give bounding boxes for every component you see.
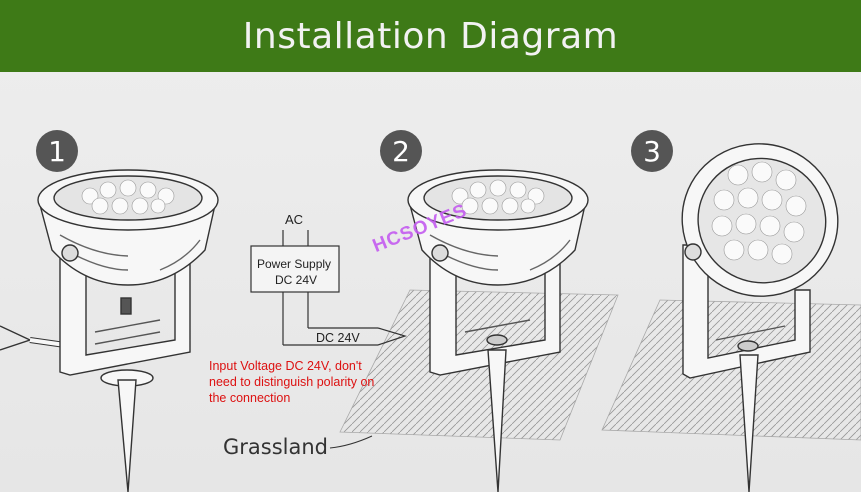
voltage-note: Input Voltage DC 24V, don't need to dist… (209, 358, 419, 406)
lamp-2-leds (451, 179, 545, 215)
lamp-1-leds (81, 179, 175, 215)
power-supply-voltage-label: DC 24V (275, 273, 318, 287)
step-badge-1: 1 (36, 130, 78, 172)
grassland-leader-line (329, 435, 373, 449)
step-badge-2: 2 (380, 130, 422, 172)
title-banner: Installation Diagram (0, 0, 861, 72)
lamp-2 (407, 169, 589, 492)
power-supply-label: Power Supply (257, 257, 332, 271)
voltage-note-line-1: Input Voltage DC 24V, don't (209, 359, 362, 373)
lamp-1 (0, 169, 219, 492)
wiring-diagram (250, 230, 407, 346)
grass-hatch-area-3 (601, 299, 861, 441)
voltage-note-line-3: the connection (209, 391, 291, 405)
ac-label: AC (285, 212, 304, 227)
dc-voltage-label: DC 24V (316, 331, 360, 345)
lamp-3-leds (711, 161, 807, 265)
grassland-label: Grassland (223, 435, 328, 459)
voltage-note-line-2: need to distinguish polarity on (209, 375, 375, 389)
page-title: Installation Diagram (242, 15, 619, 57)
step-badge-3: 3 (631, 130, 673, 172)
